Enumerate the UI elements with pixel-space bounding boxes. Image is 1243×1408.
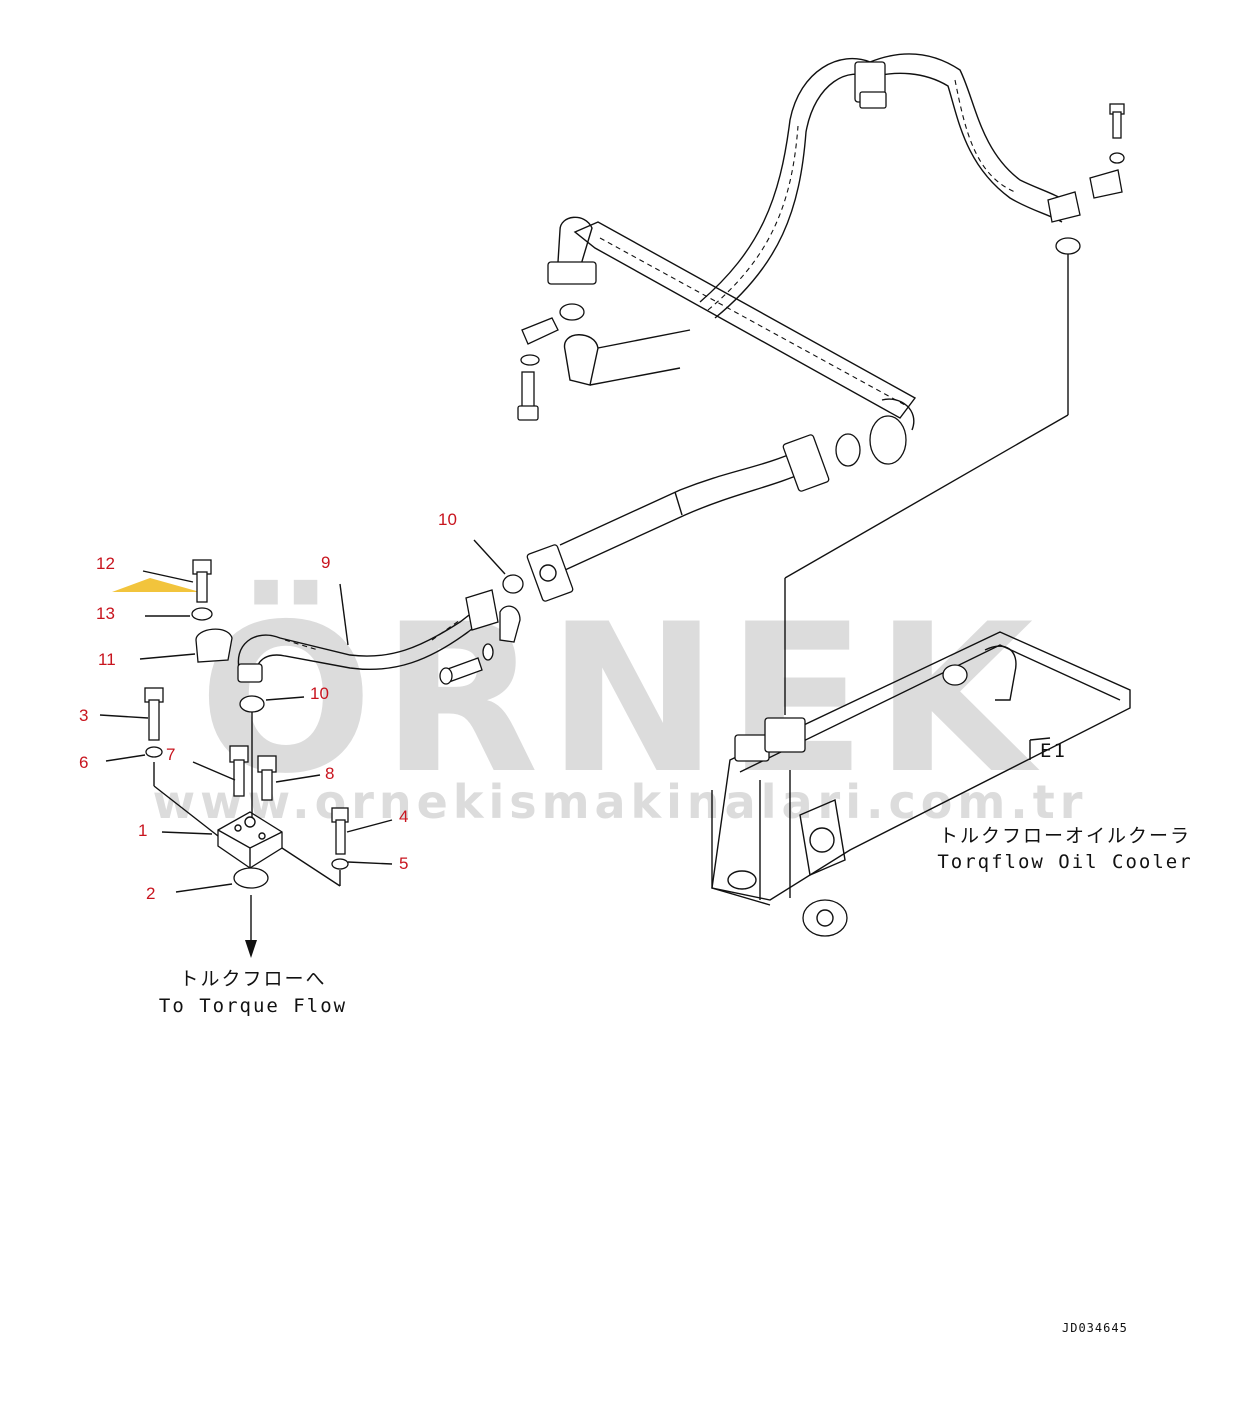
watermark-url: www.ornekismakinalari.com.tr (153, 775, 1088, 829)
oil-cooler-label-en: Torqflow Oil Cooler (937, 851, 1192, 873)
connecting-pipe (526, 434, 830, 602)
callout-10-lower: 10 (310, 684, 329, 703)
callout-5: 5 (399, 854, 408, 873)
notes: トルクフローへ To Torque Flow トルクフローオイルクーラ Torq… (159, 825, 1192, 1335)
oil-cooler-label-jp: トルクフローオイルクーラ (939, 825, 1191, 847)
callout-7: 7 (166, 745, 175, 764)
pipe-item-9 (237, 574, 524, 685)
oil-cooler (711, 631, 1131, 937)
drawing-number: JD034645 (1062, 1321, 1128, 1335)
callout-6: 6 (79, 753, 88, 772)
watermark-accent (112, 578, 200, 592)
watermark-brand: ÖRNEK (199, 580, 1042, 819)
callout-4: 4 (399, 807, 408, 826)
torque-flow-label-jp: トルクフローへ (179, 968, 326, 990)
callout-1: 1 (138, 821, 147, 840)
cooler-marker: E1 (1040, 740, 1067, 762)
callout-3: 3 (79, 706, 88, 725)
callout-8: 8 (325, 764, 334, 783)
torque-flow-label-en: To Torque Flow (159, 995, 347, 1017)
callout-10-upper: 10 (438, 510, 457, 529)
callout-9: 9 (321, 553, 330, 572)
leader-lines (99, 539, 506, 893)
callout-2: 2 (146, 884, 155, 903)
callout-12: 12 (96, 554, 115, 573)
valve-block-assembly (144, 559, 349, 958)
watermark: ÖRNEK www.ornekismakinalari.com.tr (112, 578, 1088, 829)
callouts: 1 2 3 4 5 6 7 8 9 10 10 11 12 13 (79, 510, 457, 903)
callout-11: 11 (98, 650, 116, 669)
callout-13: 13 (96, 604, 115, 623)
upper-pipe-assembly (517, 53, 1125, 715)
